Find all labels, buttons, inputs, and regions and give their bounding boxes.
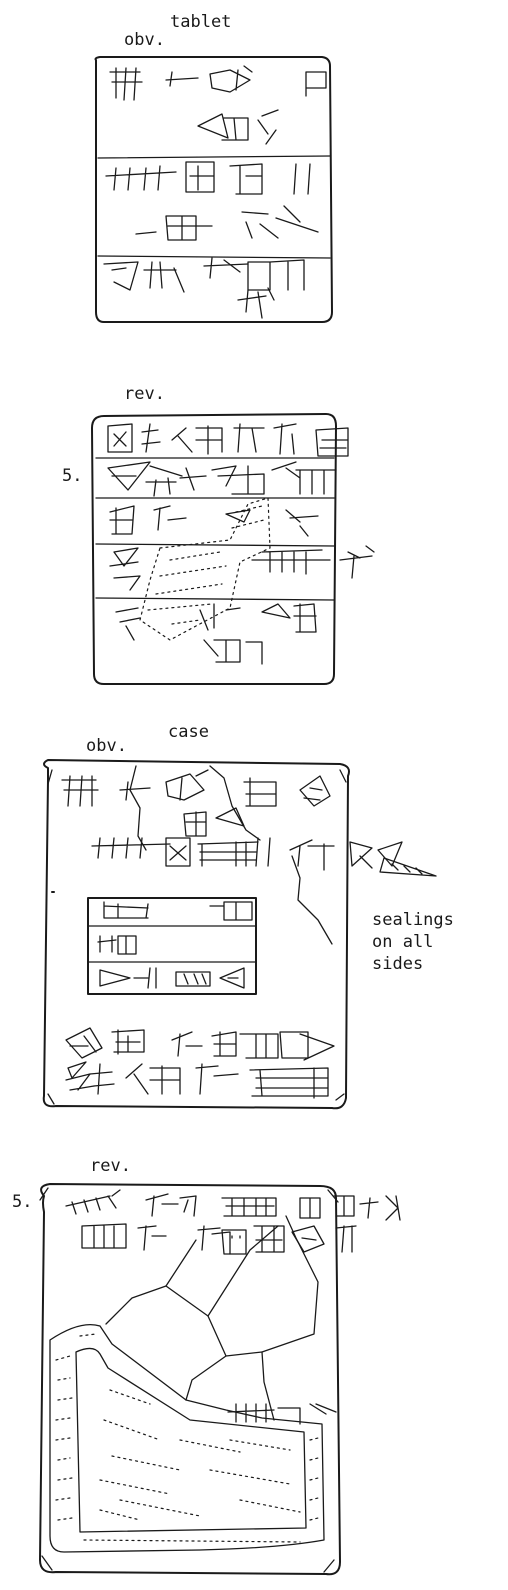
- case-obverse-outline: [42, 759, 350, 1110]
- case-obverse-seal-box: [51, 891, 257, 995]
- case-note-line-2: on all: [372, 932, 434, 952]
- tablet-reverse-damage: [139, 497, 271, 641]
- case-note-line-3: sides: [372, 954, 424, 974]
- tablet-reverse-cuneiform: [107, 423, 375, 665]
- case-reverse-label: rev.: [90, 1156, 131, 1176]
- case-reverse-damage: [49, 1323, 325, 1553]
- case-note-line-1: sealings: [372, 910, 454, 930]
- case-obverse-label: obv.: [86, 736, 127, 756]
- case-reverse-cracks: [105, 1215, 319, 1421]
- tablet-obverse-outline: [94, 56, 333, 323]
- tablet-reverse-line-number: 5.: [62, 466, 83, 486]
- case-obverse-cuneiform: [61, 769, 437, 1099]
- tablet-reverse-outline: [91, 413, 337, 685]
- tablet-obverse-label: obv.: [124, 30, 165, 50]
- case-obverse-cracks: [129, 765, 333, 945]
- case-reverse-line-number: 5.: [12, 1192, 33, 1212]
- case-title: case: [168, 722, 209, 742]
- case-reverse-outline: [39, 1183, 341, 1576]
- case-reverse-cuneiform: [65, 1189, 401, 1425]
- tablet-reverse-label: rev.: [124, 384, 165, 404]
- tablet-obverse-cuneiform: [103, 65, 327, 319]
- tablet-title: tablet: [170, 12, 232, 32]
